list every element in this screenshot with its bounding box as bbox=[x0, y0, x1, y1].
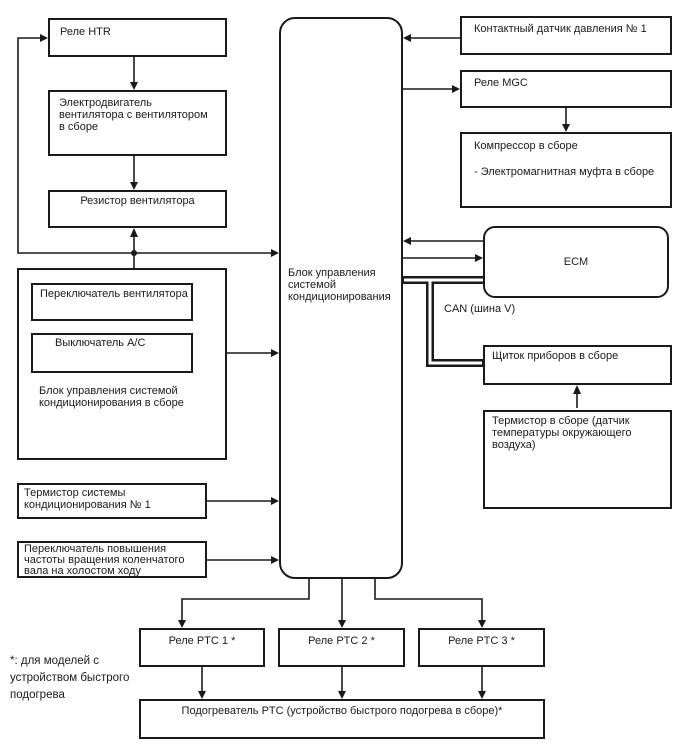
box-label-line: - Электромагнитная муфта в сборе bbox=[474, 166, 655, 178]
assembly-caption: Блок управления системой кондиционирован… bbox=[39, 385, 184, 409]
caption-line: Блок управления системой bbox=[39, 385, 178, 397]
arrow-into-resistor-top-icon bbox=[130, 182, 138, 190]
arrow-into-unit-y38-icon bbox=[403, 34, 411, 42]
box-label: ECM bbox=[563, 256, 589, 268]
unit-label-line: системой bbox=[288, 279, 337, 291]
box-pressure-sensor: Контактный датчик давления № 1 bbox=[460, 16, 672, 55]
box-mgc-relay: Реле MGC bbox=[460, 70, 672, 108]
box-label: Подогреватель PTC (устройство быстрого п… bbox=[181, 705, 503, 717]
arrow-into-compressor-icon bbox=[562, 124, 570, 132]
arrow-into-unit-y560-icon bbox=[271, 556, 279, 564]
box-label-line: вала на холостом ходу bbox=[24, 565, 141, 577]
box-fan-resistor: Резистор вентилятора bbox=[48, 190, 227, 228]
footnote: *: для моделей с устройством быстрого по… bbox=[10, 653, 129, 704]
box-label: Реле PTC 2 * bbox=[308, 635, 375, 647]
box-ambient-thermistor: Термистор в сборе (датчик температуры ок… bbox=[483, 410, 672, 509]
wires bbox=[17, 37, 578, 694]
box-fan-switch: Переключатель вентилятора bbox=[31, 283, 193, 321]
arrow-into-heater-2-icon bbox=[338, 691, 346, 699]
box-ptc-relay-2: Реле PTC 2 * bbox=[278, 628, 405, 667]
box-htr-relay: Реле HTR bbox=[48, 18, 227, 57]
wire-unit-to-ptc1 bbox=[181, 579, 310, 624]
box-ptc-relay-3: Реле PTC 3 * bbox=[418, 628, 545, 667]
unit-label: Блок управления системой кондиционирован… bbox=[288, 267, 391, 303]
box-label-line: Электродвигатель bbox=[59, 97, 152, 109]
box-label: Переключатель вентилятора bbox=[40, 288, 188, 300]
can-bus-label: CAN (шина V) bbox=[444, 303, 516, 315]
box-label: Реле PTC 1 * bbox=[168, 635, 236, 647]
box-label-line: Компрессор в сборе bbox=[474, 140, 578, 152]
arrow-into-unit-y253-icon bbox=[271, 249, 279, 257]
junction-dot bbox=[131, 250, 137, 256]
box-label-line: Термистор в сборе (датчик bbox=[492, 415, 630, 427]
box-label-line: Переключатель повышения bbox=[24, 543, 167, 555]
box-label: Выключатель A/C bbox=[55, 337, 146, 349]
unit-label-line: кондиционирования bbox=[288, 291, 391, 303]
box-label-line: вентилятора с вентилятором bbox=[59, 109, 208, 121]
box-label: Резистор вентилятора bbox=[80, 195, 195, 207]
box-ac-control-unit: Блок управления системой кондиционирован… bbox=[279, 17, 403, 579]
arrow-into-resistor-bottom-icon bbox=[130, 228, 138, 237]
box-label-line: Термистор системы bbox=[24, 487, 126, 499]
box-ecm: ECM bbox=[483, 226, 669, 298]
can-bus bbox=[402, 276, 484, 367]
footnote-line: устройством быстрого bbox=[10, 672, 130, 684]
arrow-into-ptc2-icon bbox=[338, 620, 346, 628]
box-label-line: кондиционирования № 1 bbox=[24, 499, 151, 511]
box-ptc-heater: Подогреватель PTC (устройство быстрого п… bbox=[139, 699, 545, 739]
box-label: Щиток приборов в сборе bbox=[492, 350, 619, 362]
box-label: Реле HTR bbox=[60, 26, 111, 38]
box-ac-thermistor: Термистор системы кондиционирования № 1 bbox=[17, 483, 207, 519]
arrow-into-heater-3-icon bbox=[478, 691, 486, 699]
box-idle-up-switch: Переключатель повышения частоты вращения… bbox=[17, 541, 207, 578]
box-fan-motor: Электродвигатель вентилятора с вентилято… bbox=[48, 90, 227, 156]
footnote-line: подогрева bbox=[10, 689, 65, 701]
arrow-into-ptc1-icon bbox=[178, 620, 186, 628]
arrow-into-fanmotor-icon bbox=[130, 82, 138, 90]
box-label: Реле PTC 3 * bbox=[448, 635, 515, 647]
arrow-into-ptc3-icon bbox=[478, 620, 486, 628]
box-label-line: в сборе bbox=[59, 121, 99, 133]
unit-label-line: Блок управления bbox=[288, 267, 376, 279]
arrow-into-unit-y241-icon bbox=[403, 237, 411, 245]
arrowheads bbox=[40, 34, 581, 699]
box-ac-switch: Выключатель A/C bbox=[31, 333, 193, 373]
arrow-into-ecm-icon bbox=[475, 254, 483, 262]
box-ptc-relay-1: Реле PTC 1 * bbox=[139, 628, 265, 667]
box-compressor: Компрессор в сборе - Электромагнитная му… bbox=[460, 132, 672, 208]
arrow-into-unit-y501-icon bbox=[271, 497, 279, 505]
box-label: Контактный датчик давления № 1 bbox=[474, 23, 647, 35]
arrow-into-htr-icon bbox=[40, 34, 48, 42]
arrow-into-heater-1-icon bbox=[198, 691, 206, 699]
wire-node-to-htr-and-unit bbox=[17, 37, 276, 254]
box-label: Реле MGC bbox=[474, 77, 528, 89]
can-bus-branch bbox=[426, 278, 484, 367]
wire-unit-to-ptc3 bbox=[374, 579, 483, 624]
caption-line: кондиционирования в сборе bbox=[39, 397, 184, 409]
arrow-into-panel-icon bbox=[573, 385, 581, 394]
arrow-into-unit-y353-icon bbox=[271, 349, 279, 357]
box-instrument-panel: Щиток приборов в сборе bbox=[483, 345, 672, 385]
box-label-line: температуры окружающего bbox=[492, 427, 632, 439]
box-label-line: частоты вращения коленчатого bbox=[24, 554, 185, 566]
box-label-line: воздуха) bbox=[492, 439, 536, 451]
arrow-into-mgc-icon bbox=[452, 85, 460, 93]
footnote-line: *: для моделей с bbox=[10, 655, 99, 667]
